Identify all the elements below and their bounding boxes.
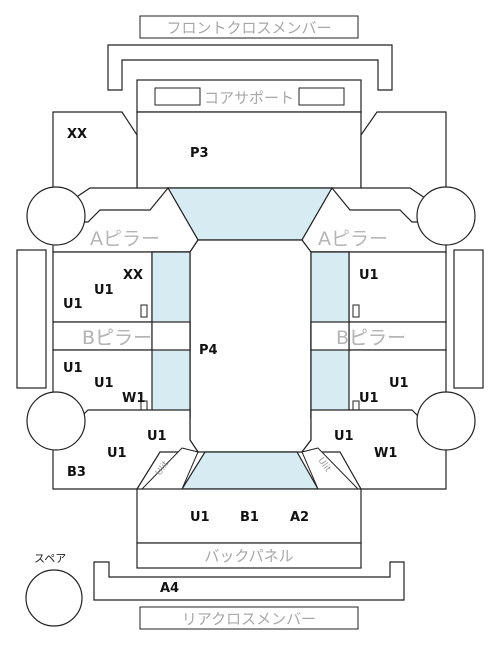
rear-frame-bracket — [93, 561, 405, 601]
side-rail-left — [16, 249, 47, 389]
code-right-upper: U1 — [359, 268, 379, 283]
b-pillar-left-inner — [151, 321, 191, 351]
back-panel-label: バックパネル — [204, 547, 293, 565]
code-rear-a2: A2 — [290, 510, 309, 525]
b-pillar-right-label: Bピラー — [336, 327, 406, 349]
front-compartment — [136, 111, 362, 189]
rear-quarter-right — [300, 409, 447, 490]
code-left-low-b3: B3 — [67, 465, 86, 480]
spare-tire — [25, 569, 83, 627]
front-frame-bracket — [107, 44, 393, 91]
code-left-low-u1-b: U1 — [107, 446, 127, 461]
rear-window — [180, 451, 320, 490]
b-pillar-left-label-front: Bピラー — [82, 327, 152, 349]
door-handle-left-front — [140, 304, 148, 318]
code-rear-frame: A4 — [160, 581, 179, 596]
code-right-mid-u1-b: U1 — [359, 391, 379, 406]
side-rail-right — [453, 249, 484, 389]
code-rear-u1: U1 — [190, 510, 210, 525]
code-front-center: P3 — [190, 146, 209, 161]
rear-floor — [136, 488, 362, 544]
b-pillar-right-inner — [310, 321, 350, 351]
wheel-rear-right — [416, 391, 476, 451]
front-left-fender — [52, 111, 138, 199]
code-front-left: XX — [67, 127, 87, 142]
b-pillar-right-label-front: Bピラー — [336, 327, 406, 349]
spare-label: スペア — [34, 552, 66, 565]
code-left-mid-u1-a: U1 — [63, 361, 83, 376]
code-rear-b1: B1 — [240, 510, 259, 525]
back-panel — [136, 542, 362, 569]
door-handle-right-front — [352, 304, 360, 318]
code-center: P4 — [199, 343, 218, 358]
a-pillar-right-label: Aピラー — [318, 228, 388, 250]
core-support: コアサポート — [136, 79, 362, 113]
code-right-mid-u1-a: U1 — [389, 376, 409, 391]
code-left-mid-w1: W1 — [122, 391, 145, 406]
code-left-low-u1-a: U1 — [147, 429, 167, 444]
code-right-low-u1: U1 — [334, 429, 354, 444]
wheel-rear-left — [26, 391, 86, 451]
core-support-label: コアサポート — [204, 89, 294, 107]
code-left-upper-u1-a: U1 — [94, 283, 114, 298]
front-cross-member-label: フロントクロスメンバー — [166, 19, 331, 37]
code-right-low-w1: W1 — [374, 446, 397, 461]
wheel-front-right — [416, 186, 476, 246]
front-cross-member: フロントクロスメンバー — [139, 15, 359, 39]
code-left-mid-u1-b: U1 — [94, 376, 114, 391]
rear-cross-member-label: リアクロスメンバー — [182, 610, 316, 628]
wheel-front-left — [26, 186, 86, 246]
rear-cross-member — [139, 606, 359, 630]
b-pillar-left-label: Bピラー — [82, 327, 152, 349]
code-left-upper-xx: XX — [123, 268, 143, 283]
code-left-upper-u1-b: U1 — [63, 297, 83, 312]
a-pillar-left-label: Aピラー — [90, 228, 160, 250]
front-right-fender — [360, 111, 447, 199]
